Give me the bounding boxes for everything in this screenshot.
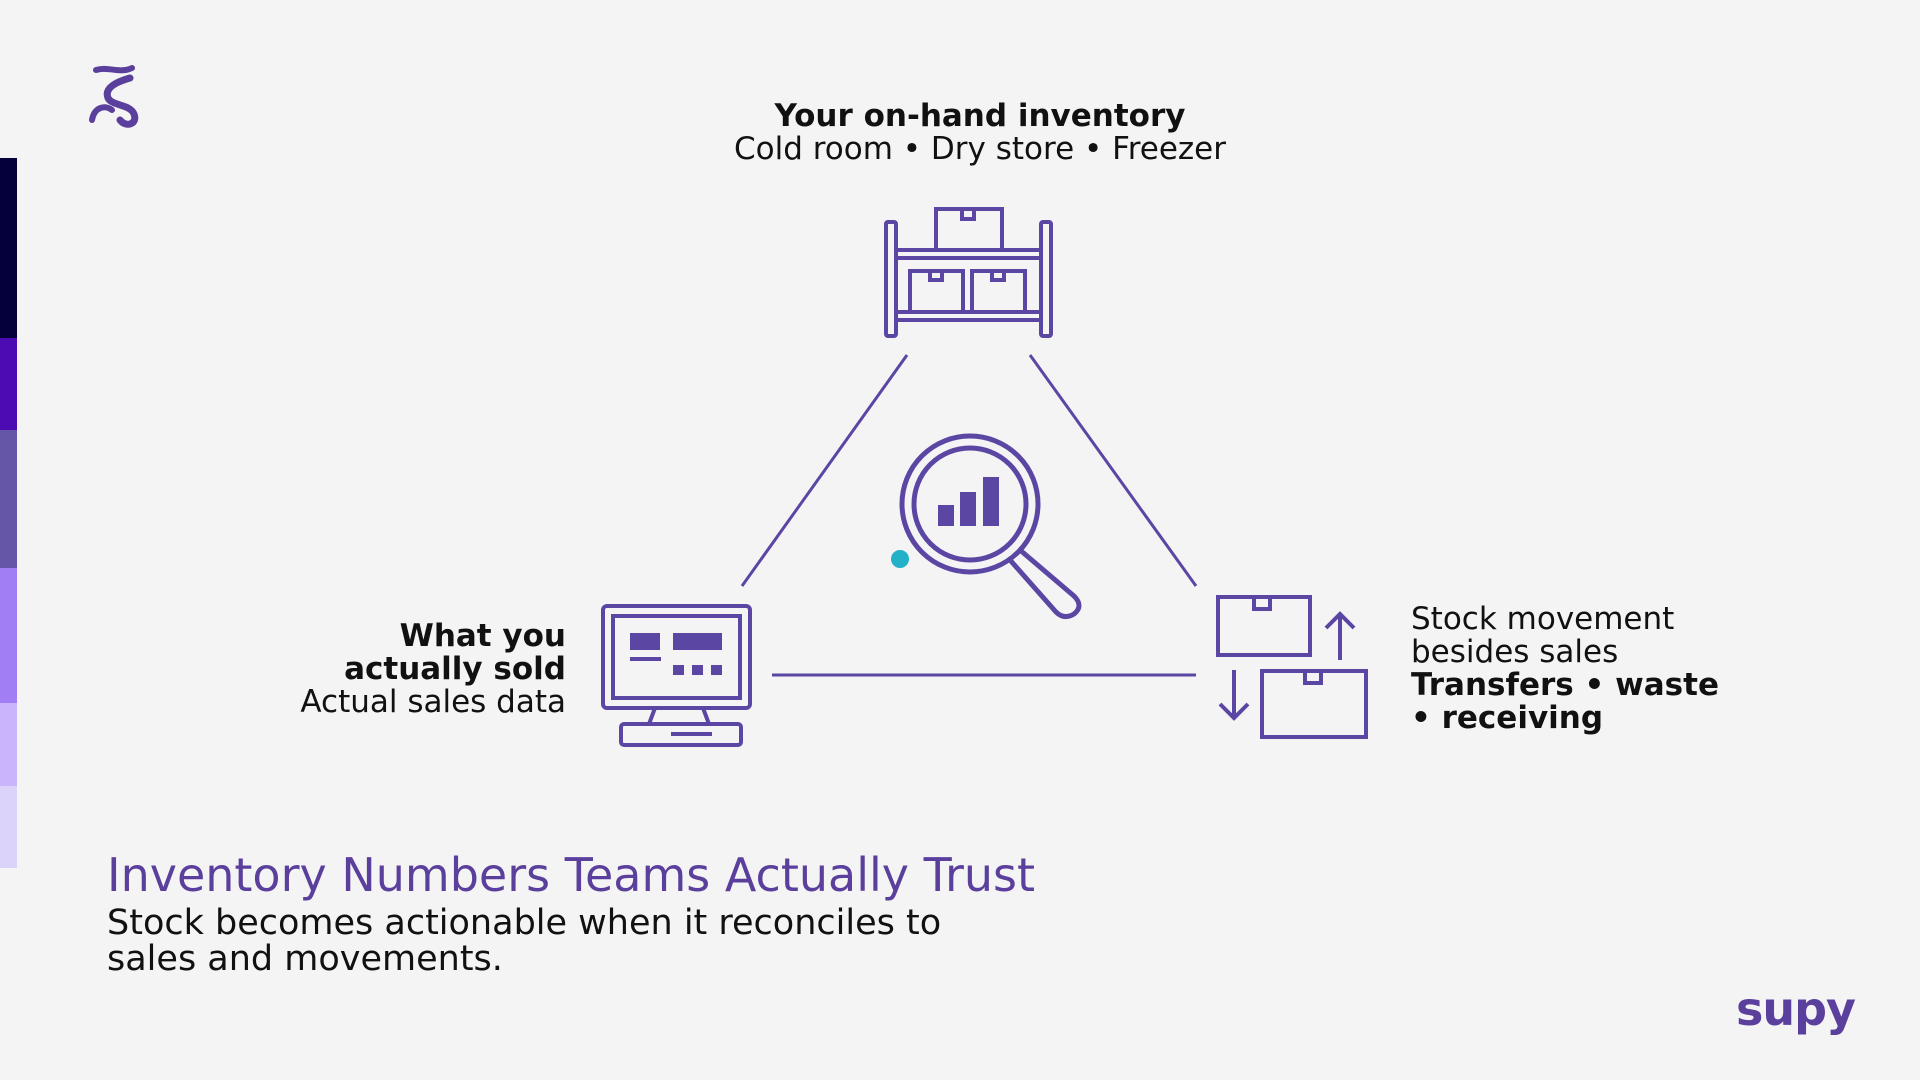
subtitle-line1: Stock becomes actionable when it reconci… [107,903,942,943]
subtitle-line2: sales and movements. [107,939,503,979]
left-node-detail: Actual sales data [300,684,566,720]
top-node-detail: Cold room • Dry store • Freezer [733,131,1227,167]
connector-top-left [740,354,909,587]
stripe-2 [0,338,17,430]
left-node-label: What you actually sold Actual sales data [266,620,566,719]
right-node-label: Stock movement besides sales Transfers •… [1411,603,1741,735]
right-node-line2: besides sales [1411,634,1619,670]
page-title: Inventory Numbers Teams Actually Trust [107,848,1036,902]
left-node-title-line2: actually sold [344,651,566,687]
top-node-label: Your on-hand inventory Cold room • Dry s… [680,100,1280,166]
warehouse-shelf-icon [884,207,1053,338]
stripe-1 [0,158,17,338]
brand-wordmark: supy [1736,982,1856,1036]
boxes-transfer-icon [1216,595,1368,739]
right-node-line1: Stock movement [1411,601,1675,637]
stripe-4 [0,568,17,703]
left-node-title-line1: What you [399,618,566,654]
stripe-3 [0,430,17,568]
stripe-5 [0,703,17,786]
page-subtitle: Stock becomes actionable when it reconci… [107,905,1007,977]
top-node-title: Your on-hand inventory [774,98,1186,134]
right-node-strong-line2: • receiving [1411,700,1604,736]
magnifier-chart-icon [899,433,1082,620]
connector-top-right [1028,354,1198,587]
status-dot [891,550,909,568]
supy-s-logo-icon [89,65,139,128]
stripe-6 [0,786,17,868]
right-node-strong-line1: Transfers • waste [1411,667,1719,703]
pos-monitor-icon [601,604,752,747]
